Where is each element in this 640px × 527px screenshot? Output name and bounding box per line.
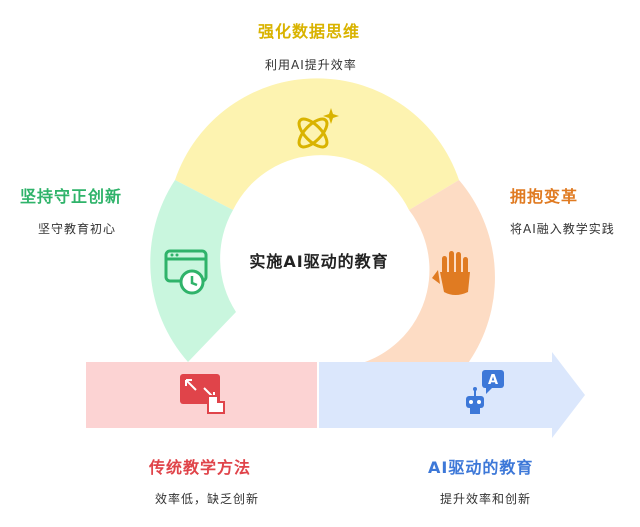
- svg-text:A: A: [488, 373, 498, 388]
- robot-chat-icon: A: [466, 370, 504, 414]
- raised-hand-icon: [432, 251, 470, 295]
- resize-touch-icon: [180, 374, 225, 414]
- arrow-bottom-right: [318, 352, 585, 438]
- stage-bottom-left-desc: 效率低，缺乏创新: [155, 492, 260, 506]
- stage-bottom-right-title: AI驱动的教育: [428, 458, 534, 477]
- browser-clock-icon: [164, 249, 208, 295]
- atom-sparkle-icon: [297, 108, 339, 149]
- stage-right-title: 拥抱变革: [510, 187, 579, 206]
- stage-right-desc: 将AI融入教学实践: [510, 222, 615, 236]
- stage-left-title: 坚持守正创新: [20, 187, 123, 206]
- stage-bottom-left-title: 传统教学方法: [149, 458, 252, 477]
- stage-top-desc: 利用AI提升效率: [265, 58, 357, 72]
- stage-bottom-right-desc: 提升效率和创新: [440, 492, 532, 506]
- center-title: 实施AI驱动的教育: [249, 252, 389, 271]
- stage-top-title: 强化数据思维: [258, 22, 361, 41]
- stage-left-desc: 坚守教育初心: [38, 222, 117, 236]
